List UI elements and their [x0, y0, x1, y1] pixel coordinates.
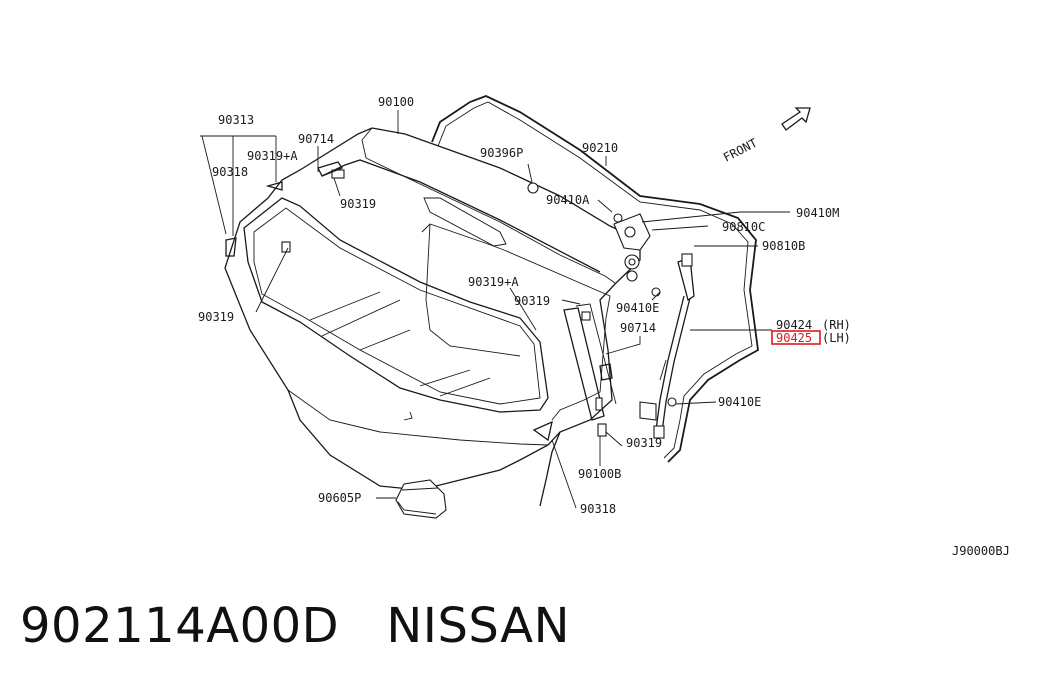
part-label-90319-top: 90319 [340, 197, 376, 211]
part-label-90318-low: 90318 [580, 502, 616, 516]
part-label-90313: 90313 [218, 113, 254, 127]
part-label-90396p: 90396P [480, 146, 523, 160]
part-label-90319-low: 90319 [626, 436, 662, 450]
part-label-lh: (LH) [822, 331, 851, 345]
part-label-90410m: 90410M [796, 206, 839, 220]
part-label-90319-a-top: 90319+A [247, 149, 298, 163]
part-label-90714-top: 90714 [298, 132, 334, 146]
part-label-90810b: 90810B [762, 239, 805, 253]
leader-lines [200, 110, 790, 509]
hinge-assembly [527, 182, 677, 421]
gas-strut [653, 253, 695, 439]
part-label-90605p: 90605P [318, 491, 361, 505]
part-label-rh: (RH) [822, 318, 851, 332]
front-arrow-icon [781, 107, 811, 131]
back-door-panel [224, 127, 641, 507]
part-label-90424: 90424 [776, 318, 812, 332]
moulding-pieces [225, 161, 617, 442]
part-label-90318-left: 90318 [212, 165, 248, 179]
part-label-90100b: 90100B [578, 467, 621, 481]
part-label-90425: 90425 [776, 331, 812, 345]
part-label-90100: 90100 [378, 95, 414, 109]
part-label-90410e-lower: 90410E [718, 395, 761, 409]
part-label-90319-mid: 90319 [514, 294, 550, 308]
diagram-code: J90000BJ [952, 544, 1010, 558]
highlight-box-90425 [771, 330, 821, 345]
part-label-90410e-upper: 90410E [616, 301, 659, 315]
part-number-caption: 902114A00D NISSAN [20, 598, 571, 654]
part-label-90810c: 90810C [722, 220, 765, 234]
part-label-90210: 90210 [582, 141, 618, 155]
part-label-90319-left: 90319 [198, 310, 234, 324]
front-label: FRONT [721, 136, 760, 165]
license-lamp [395, 479, 447, 519]
part-label-90714-mid: 90714 [620, 321, 656, 335]
part-label-90410a: 90410A [546, 193, 590, 207]
part-label-90319-a-mid: 90319+A [468, 275, 519, 289]
